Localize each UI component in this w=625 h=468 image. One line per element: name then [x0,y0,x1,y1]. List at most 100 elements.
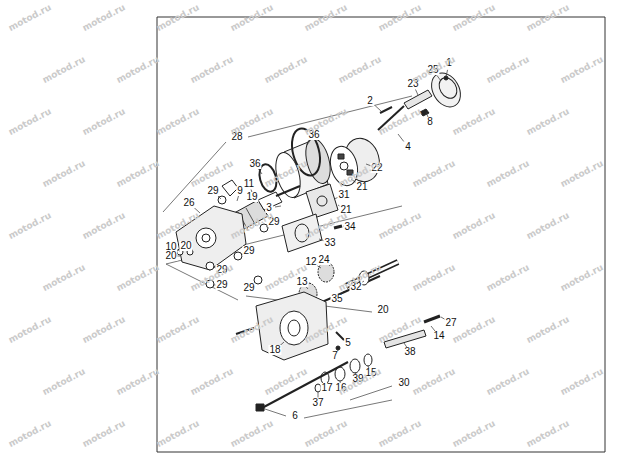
watermark: motod.ru [525,315,571,345]
watermark: motod.ru [451,107,497,137]
callout-number: 35 [330,294,343,304]
watermark: motod.ru [115,55,161,85]
callout-number: 27 [444,318,457,328]
watermark: motod.ru [525,211,571,241]
callout-number: 20 [164,251,177,261]
callout-number: 37 [311,398,324,408]
callout-number: 14 [432,331,445,341]
watermark: motod.ru [303,3,349,33]
watermark: motod.ru [559,263,605,293]
watermark: motod.ru [377,3,423,33]
watermark: motod.ru [7,107,53,137]
leader-line [446,70,448,77]
watermark: motod.ru [155,315,201,345]
watermark: motod.ru [451,211,497,241]
watermark: motod.ru [155,419,201,449]
watermark: motod.ru [559,159,605,189]
watermark: motod.ru [7,419,53,449]
watermark: motod.ru [525,3,571,33]
leader-line [375,106,381,111]
callout-number: 33 [323,238,336,248]
callout-number: 29 [242,283,255,293]
watermark: motod.ru [7,315,53,345]
watermark: motod.ru [377,419,423,449]
watermark: motod.ru [559,367,605,397]
watermark: motod.ru [525,419,571,449]
callout-number: 9 [236,186,244,196]
watermark: motod.ru [41,263,87,293]
long-bolt [256,362,348,411]
callout-number: 8 [426,117,434,127]
callout-number: 12 [304,257,317,267]
callout-number: 2 [366,96,374,106]
leader-line [259,169,263,174]
callout-number: 19 [245,192,258,202]
small-screws [336,332,344,350]
watermark: motod.ru [525,107,571,137]
watermark: motod.ru [337,55,383,85]
leader-line [275,206,281,207]
callout-number: 5 [344,338,352,348]
watermark: motod.ru [115,367,161,397]
solenoid [306,184,338,218]
watermark: motod.ru [7,3,53,33]
watermark: motod.ru [451,419,497,449]
watermark: motod.ru [263,367,309,397]
watermark: motod.ru [81,315,127,345]
callout-number: 29 [242,246,255,256]
end-plate [326,134,384,188]
leader-line [237,196,239,201]
leader-line [318,392,319,398]
watermark: motod.ru [41,159,87,189]
watermark: motod.ru [485,55,531,85]
callout-number: 21 [355,182,368,192]
watermark: motod.ru [451,3,497,33]
watermark: motod.ru [7,211,53,241]
watermark: motod.ru [189,55,235,85]
leader-line [437,76,441,82]
leader-line [307,140,311,145]
watermark: motod.ru [41,367,87,397]
watermark: motod.ru [263,55,309,85]
callout-number: 13 [295,277,308,287]
watermark: motod.ru [559,55,605,85]
callout-number: 24 [317,255,330,265]
group-lines [163,96,412,418]
leader-line [416,90,419,96]
callout-number: 6 [291,411,299,421]
callout-number: 26 [182,198,195,208]
watermark: motod.ru [115,159,161,189]
watermark: motod.ru [81,107,127,137]
watermark: motod.ru [451,315,497,345]
watermark: motod.ru [81,3,127,33]
watermark: motod.ru [41,55,87,85]
watermark: motod.ru [411,159,457,189]
callout-number: 20 [179,241,192,251]
watermark: motod.ru [377,211,423,241]
watermark: motod.ru [115,263,161,293]
callout-number: 36 [248,159,261,169]
frame [157,17,605,452]
watermark: motod.ru [229,3,275,33]
watermark: motod.ru [303,107,349,137]
watermark: motod.ru [485,367,531,397]
callout-number: 20 [376,305,389,315]
callout-number: 11 [243,179,255,189]
callout-number: 34 [343,222,356,232]
callout-number: 7 [331,351,339,361]
callout-number: 29 [206,186,219,196]
watermark: motod.ru [485,159,531,189]
watermark: motod.ru [81,211,127,241]
watermark: motod.ru [411,367,457,397]
callout-number: 17 [320,383,333,393]
watermark: motod.ru [229,107,275,137]
watermark: motod.ru [81,419,127,449]
watermark: motod.ru [155,107,201,137]
leader-lines [176,70,448,398]
callout-number: 30 [397,378,410,388]
callout-number: 18 [268,345,281,355]
callout-number: 38 [403,347,416,357]
watermark: motod.ru [189,367,235,397]
watermark: motod.ru [411,263,457,293]
